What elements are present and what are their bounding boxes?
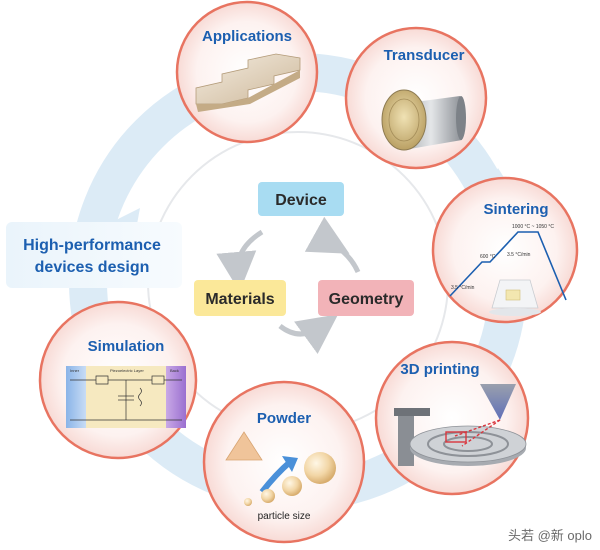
node-simulation: Simulation Inner Piezoelectric Layer Bac… bbox=[38, 300, 198, 460]
transducer-label: Transducer bbox=[384, 47, 465, 64]
arrow-device-to-materials bbox=[216, 229, 264, 292]
3d-printing-label: 3D printing bbox=[400, 361, 479, 378]
sintering-rate-upper: 3.5 °C/min bbox=[507, 252, 531, 258]
node-powder: Powder particle size bbox=[202, 380, 366, 544]
device-label: Device bbox=[275, 192, 327, 209]
sintering-profile-chart: 1000 °C ~ 1050 °C 3.5 °C/min 600 °C 3.5 … bbox=[449, 224, 567, 316]
high-performance-banner: High-performance devices design bbox=[6, 222, 182, 288]
materials-label: Materials bbox=[205, 291, 274, 308]
sintering-label: Sintering bbox=[483, 201, 548, 218]
sintering-rate-lower: 3.5 °C/min bbox=[451, 285, 475, 291]
staircase-image bbox=[195, 53, 301, 112]
powder-label: Powder bbox=[257, 410, 311, 427]
sim-inner-label: Inner bbox=[70, 368, 80, 373]
sintering-temp-high: 1000 °C ~ 1050 °C bbox=[512, 224, 554, 230]
materials-box: Materials bbox=[194, 280, 286, 316]
inner-cycle-arrows bbox=[216, 216, 361, 354]
sintering-temp-mid: 600 °C bbox=[480, 254, 496, 260]
watermark-text: 头若 @新 oplo bbox=[508, 528, 592, 543]
simulation-label: Simulation bbox=[88, 338, 165, 355]
growth-arrow-icon bbox=[282, 456, 298, 472]
particle-size-caption: particle size bbox=[258, 511, 311, 522]
geometry-box: Geometry bbox=[318, 280, 414, 316]
circuit-model-image: Inner Piezoelectric Layer Back bbox=[66, 366, 186, 428]
applications-label: Applications bbox=[202, 28, 292, 45]
printer-image bbox=[394, 384, 527, 466]
banner-line1: High-performance bbox=[23, 237, 161, 254]
arrow-geometry-to-device bbox=[304, 216, 361, 274]
geometry-label: Geometry bbox=[329, 291, 404, 308]
device-box: Device bbox=[258, 182, 344, 216]
banner-line2: devices design bbox=[35, 259, 150, 276]
sim-back-label: Back bbox=[170, 368, 179, 373]
transducer-image bbox=[381, 89, 466, 151]
node-sintering: Sintering 1000 °C ~ 1050 °C 3.5 °C/min 6… bbox=[431, 176, 579, 324]
powder-image: particle size bbox=[225, 431, 336, 522]
sim-piezo-label: Piezoelectric Layer bbox=[110, 368, 144, 373]
arrow-materials-to-geometry bbox=[278, 314, 339, 354]
node-transducer: Transducer bbox=[344, 26, 488, 170]
node-applications: Applications bbox=[175, 0, 319, 144]
node-3d-printing: 3D printing bbox=[374, 340, 530, 496]
